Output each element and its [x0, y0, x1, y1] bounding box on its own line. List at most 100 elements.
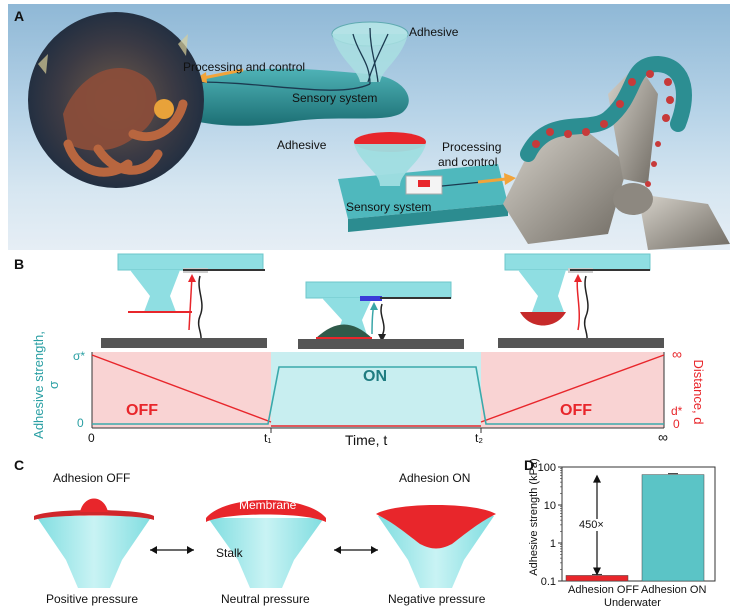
bottom-arrow: [477, 177, 507, 184]
d-annotation: 450×: [579, 519, 604, 531]
strength-line: [92, 366, 664, 425]
label-positive-pressure: Positive pressure: [46, 592, 139, 606]
arrow-1-left: [150, 546, 157, 554]
tick-zero-left: 0: [77, 416, 84, 430]
cup-1-bulge: [80, 498, 108, 512]
label-adhesive-top: Adhesive: [409, 25, 459, 39]
top-cup-wires: [352, 27, 389, 85]
panel-b-letter: B: [14, 256, 25, 272]
cup-3-body: [378, 516, 494, 588]
propeller-hub: [613, 183, 653, 215]
panel-c-letter: C: [14, 457, 25, 473]
bottom-device-bar-side: [348, 204, 508, 232]
device-2-return: [380, 303, 385, 337]
label-adhesive-mid: Adhesive: [277, 138, 327, 152]
cup-1-body: [36, 516, 152, 588]
label-membrane: Membrane: [239, 498, 297, 512]
region-off-left: [92, 352, 271, 428]
device-3-surface: [498, 338, 664, 348]
top-control-wire: [197, 81, 371, 91]
arrow-1-right: [187, 546, 194, 554]
label-negative-pressure: Negative pressure: [388, 592, 486, 606]
device-1-beam: [117, 253, 264, 271]
device-3-membrane-bulge: [520, 312, 566, 326]
label-adhesion-on: Adhesion ON: [399, 471, 471, 485]
device-1-emit: [188, 275, 193, 331]
label-off-left: OFF: [126, 402, 158, 419]
xtick-label-inf: ∞: [658, 429, 668, 445]
xtick-label-0: 0: [88, 431, 95, 445]
distance-line-down: [91, 354, 272, 423]
device-1-surface: [101, 338, 267, 348]
panel-b-diagram: [91, 253, 665, 433]
device-1-emit-head: [188, 274, 196, 282]
label-stalk: Stalk: [216, 546, 243, 560]
d-category-on: Adhesion ON: [641, 584, 707, 596]
device-2-beam: [305, 281, 452, 299]
device-1-funnel: [130, 270, 180, 312]
cup-3-membrane: [376, 505, 496, 549]
device-2-surface: [298, 339, 464, 349]
tick-zero-right: 0: [673, 417, 680, 431]
cup-2-membrane: [206, 500, 326, 522]
tick-d-star: d*: [671, 404, 683, 418]
octopus-arms: [63, 99, 188, 177]
cup-neutral-pressure: [206, 500, 326, 588]
bottom-funnel: [354, 144, 426, 186]
d-ytick-label-0: 0.1: [541, 576, 556, 588]
d-fold-arrow-up: [593, 474, 601, 483]
arrow-2-left: [334, 546, 341, 554]
d-bar-adhesion-off: [565, 575, 629, 582]
label-processing-mid-1: Processing: [442, 140, 502, 154]
d-category-off: Adhesion OFF: [568, 584, 639, 596]
device-3-emit: [576, 275, 581, 331]
d-ytick-label-2: 10: [544, 500, 556, 512]
sensor-chip-led: [418, 180, 430, 187]
cup-1-membrane: [34, 510, 154, 520]
robotic-arm-suckers: [532, 70, 674, 187]
xtick-label-t2: t₂: [475, 431, 483, 445]
device-2-sensor: [360, 296, 382, 301]
tick-sigma-star: σ*: [73, 349, 86, 363]
cup-positive-pressure: [34, 498, 154, 588]
device-off-right: [498, 253, 664, 348]
arrow-2-right: [371, 546, 378, 554]
device-3-beam: [504, 253, 651, 271]
top-arrow: [202, 68, 244, 80]
octopus-coral: [154, 99, 174, 119]
propeller-blade-right: [638, 194, 730, 250]
d-fold-arrow-down: [593, 567, 601, 576]
device-off-left: [101, 253, 267, 348]
device-2-emit-head: [370, 302, 378, 310]
bottom-arrow-head: [504, 173, 516, 185]
device-2-funnel: [322, 298, 372, 338]
panel-d-letter: D: [524, 457, 535, 473]
device-2-return-head: [378, 334, 386, 342]
panel-a-illustration: [8, 4, 730, 250]
d-category-group: Underwater: [604, 597, 661, 609]
label-sensory-top: Sensory system: [292, 91, 378, 105]
device-3-funnel: [518, 270, 566, 312]
label-off-right: OFF: [560, 402, 592, 419]
d-plot-frame: [561, 466, 716, 582]
d-ytick-label-1: 1: [550, 538, 556, 550]
label-sensory-mid: Sensory system: [346, 200, 432, 214]
xlabel-time: Time, t: [345, 432, 388, 448]
ylabel-distance: Distance, d: [691, 359, 706, 425]
panel-c-diagram: [34, 498, 496, 588]
top-suction-cup: [332, 34, 408, 82]
label-neutral-pressure: Neutral pressure: [221, 592, 310, 606]
panel-a-letter: A: [14, 8, 25, 24]
region-on: [271, 352, 481, 428]
label-processing-top: Processing and control: [183, 60, 306, 74]
region-off-right: [481, 352, 664, 428]
device-on-middle: [298, 281, 464, 349]
device-3-return: [583, 275, 589, 341]
ylabel-strength: Adhesive strength, σ: [31, 331, 61, 439]
label-on: ON: [363, 368, 387, 385]
label-processing-mid-2: and control: [438, 155, 498, 169]
cup-2-body: [208, 518, 324, 588]
device-3-emit-head: [574, 274, 582, 282]
tick-inf-right: ∞: [672, 346, 682, 362]
